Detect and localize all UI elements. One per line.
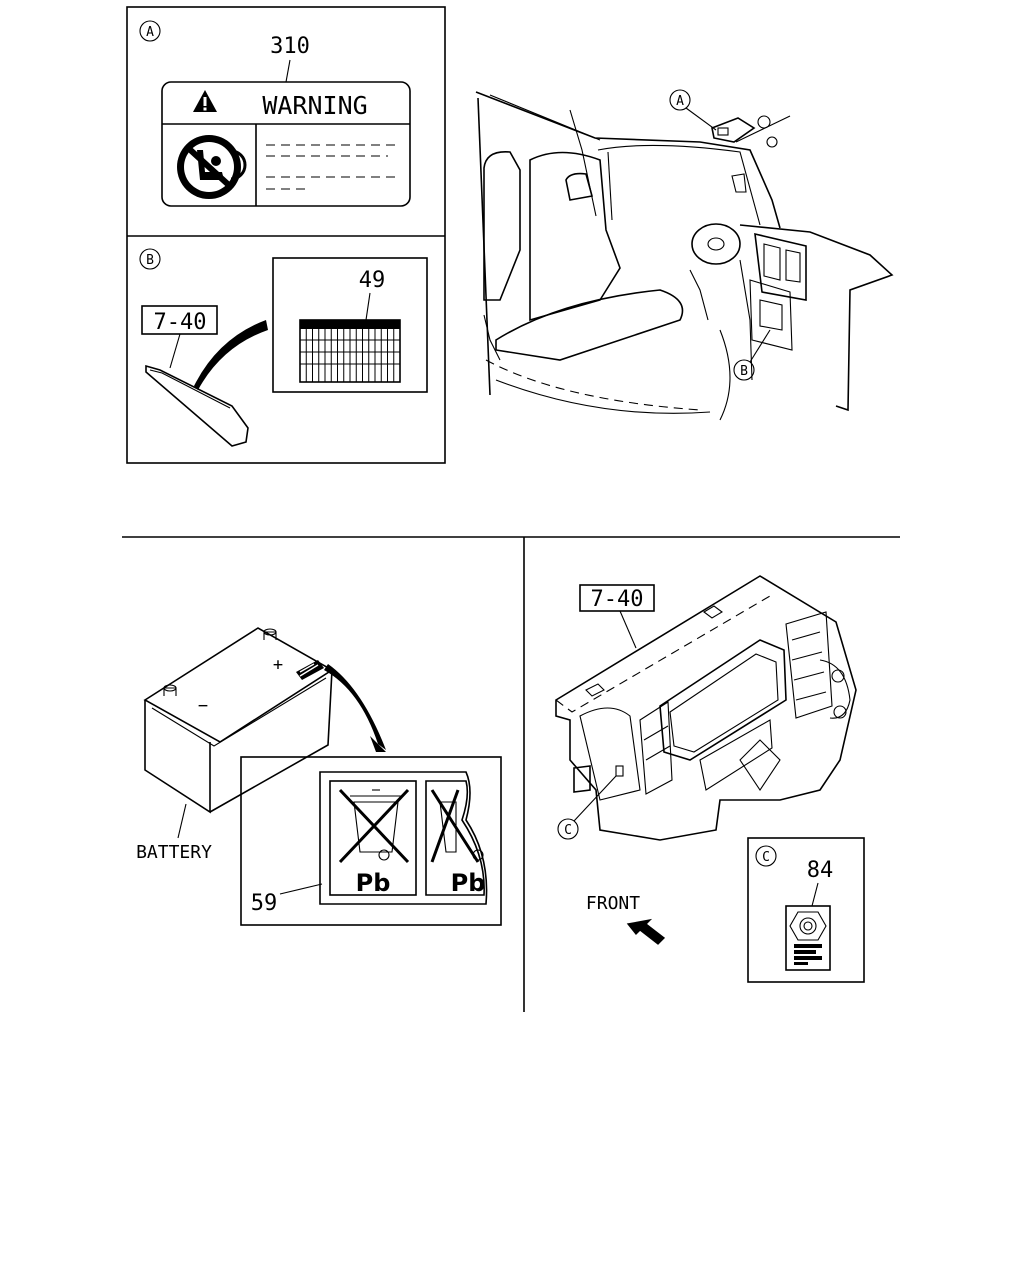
no-child-seat-icon bbox=[177, 135, 247, 199]
callout-b-label: B bbox=[146, 253, 154, 268]
battery-label: BATTERY bbox=[136, 842, 212, 863]
part-number-49: 49 bbox=[359, 268, 386, 293]
instrument-panel bbox=[555, 575, 857, 841]
dashboard-section: 7-40 C FRONT C bbox=[555, 575, 865, 983]
detail-panel-b: B 7-40 49 bbox=[139, 248, 428, 447]
label-84-location bbox=[615, 765, 624, 777]
warning-label bbox=[161, 81, 411, 207]
pb-label-left: Pb bbox=[356, 869, 391, 897]
battery-label-detail-box bbox=[240, 756, 502, 926]
fuse-box-cover bbox=[145, 364, 249, 447]
label-84 bbox=[785, 905, 831, 971]
warning-text: WARNING bbox=[262, 91, 367, 120]
ref-box-7-40-dash bbox=[579, 584, 655, 612]
pb-label-right: Pb bbox=[451, 869, 486, 897]
airbag-warning-label-location bbox=[717, 127, 729, 136]
driver-seat-back bbox=[483, 151, 521, 301]
dashboard bbox=[739, 224, 894, 412]
part-number-59: 59 bbox=[251, 891, 278, 916]
recycling-bin-crossed-icon-left bbox=[329, 780, 417, 896]
callout-c-label-dash: C bbox=[564, 823, 572, 838]
ref-7-40-dash: 7-40 bbox=[591, 587, 644, 612]
label-84-detail-box bbox=[747, 837, 865, 983]
battery bbox=[143, 627, 334, 814]
detail-panel-a: A 310 WARNING bbox=[139, 20, 411, 207]
part-number-310: 310 bbox=[270, 34, 310, 59]
gauge-cluster bbox=[659, 639, 787, 761]
callout-a-label-cab: A bbox=[676, 94, 684, 109]
front-label: FRONT bbox=[586, 893, 640, 914]
battery-section: + − BATTERY Pb Pb 59 bbox=[136, 627, 502, 926]
arrow-to-label-59 bbox=[324, 664, 386, 750]
front-direction-arrow-icon bbox=[626, 918, 666, 945]
leader-line-310 bbox=[285, 59, 291, 83]
cab-interior-illustration: A B bbox=[475, 89, 894, 421]
callout-c-label: C bbox=[762, 850, 770, 865]
sun-visor bbox=[711, 117, 756, 143]
passenger-seat-back bbox=[529, 151, 621, 322]
arrow-to-label-49 bbox=[194, 320, 268, 390]
warning-text-placeholder-lines bbox=[266, 144, 400, 190]
steering-wheel bbox=[691, 223, 741, 265]
battery-minus-sign: − bbox=[198, 696, 208, 716]
detail-frame-top-left bbox=[126, 6, 446, 464]
part-number-84: 84 bbox=[807, 858, 834, 883]
fuse-label-detail-box bbox=[272, 257, 428, 393]
callout-b-label-cab: B bbox=[740, 364, 748, 379]
battery-plus-sign: + bbox=[273, 655, 283, 675]
seat-cushion bbox=[495, 289, 684, 361]
callout-a-label: A bbox=[146, 25, 154, 40]
fuse-label-49 bbox=[299, 319, 401, 383]
recycling-bin-crossed-icon-right bbox=[425, 780, 485, 896]
ref-7-40-b: 7-40 bbox=[154, 310, 207, 335]
